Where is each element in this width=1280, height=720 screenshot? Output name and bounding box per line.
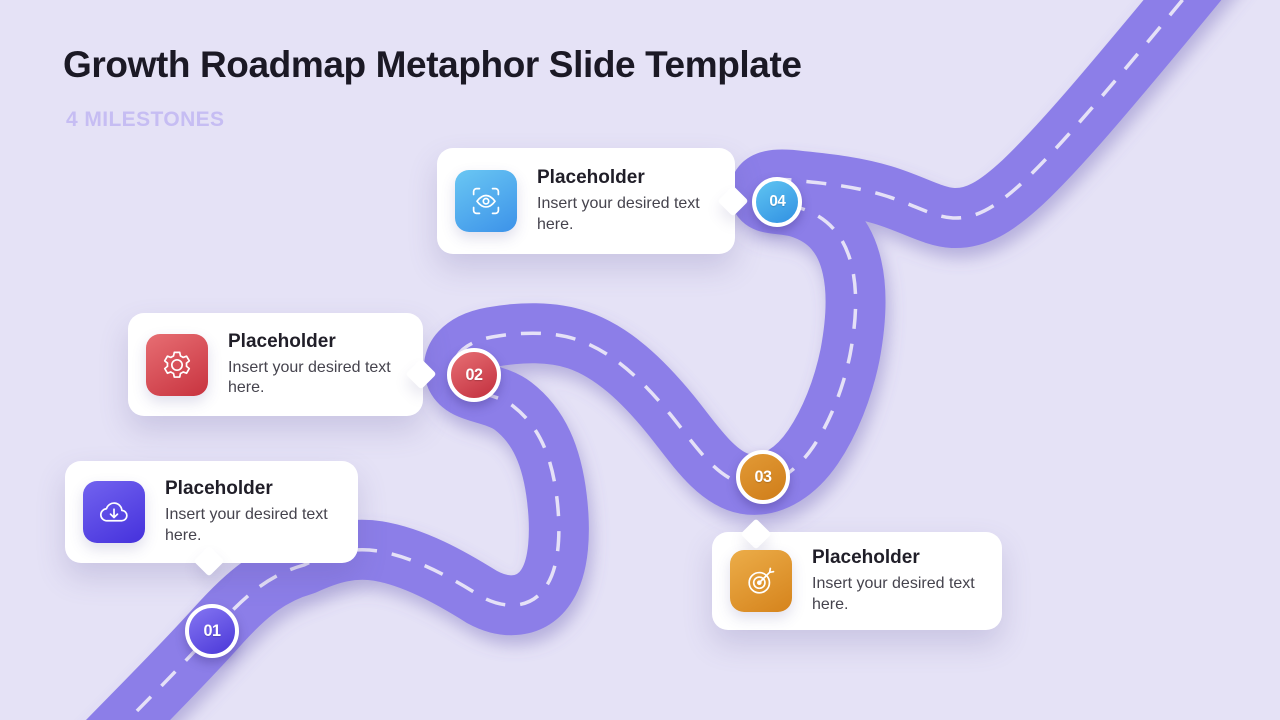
card-body-text: Insert your desired text here. (537, 195, 700, 233)
gear-icon (146, 333, 208, 396)
milestone-marker-03[interactable]: 03 (736, 450, 790, 504)
milestone-card-03[interactable]: Placeholder Insert your desired text her… (712, 518, 1002, 630)
milestone-card-02[interactable]: Placeholder Insert your desired text her… (128, 313, 437, 416)
milestone-number: 01 (203, 621, 221, 640)
card-title: Placeholder (165, 478, 273, 500)
card-title: Placeholder (228, 330, 336, 352)
card-body-text: Insert your desired text here. (228, 358, 391, 396)
milestone-number: 04 (769, 193, 785, 210)
milestone-marker-04[interactable]: 04 (752, 177, 802, 227)
road-center-line (125, 0, 1185, 720)
page-subtitle: 4 MILESTONES (66, 108, 225, 131)
milestone-card-01[interactable]: Placeholder Insert your desired text her… (65, 461, 358, 577)
milestone-marker-02[interactable]: 02 (447, 348, 501, 402)
cloud-download-icon (83, 481, 145, 543)
page-title: Growth Roadmap Metaphor Slide Template (63, 44, 802, 85)
card-body-text: Insert your desired text here. (812, 575, 975, 613)
target-icon (730, 550, 792, 612)
milestone-number: 03 (754, 467, 772, 486)
eye-scan-icon (455, 170, 517, 232)
milestone-number: 02 (465, 365, 483, 384)
milestone-card-04[interactable]: Placeholder Insert your desired text her… (437, 148, 749, 254)
card-body-text: Insert your desired text here. (165, 506, 328, 544)
card-title: Placeholder (812, 547, 920, 569)
milestone-marker-01[interactable]: 01 (185, 604, 239, 658)
card-title: Placeholder (537, 167, 645, 189)
